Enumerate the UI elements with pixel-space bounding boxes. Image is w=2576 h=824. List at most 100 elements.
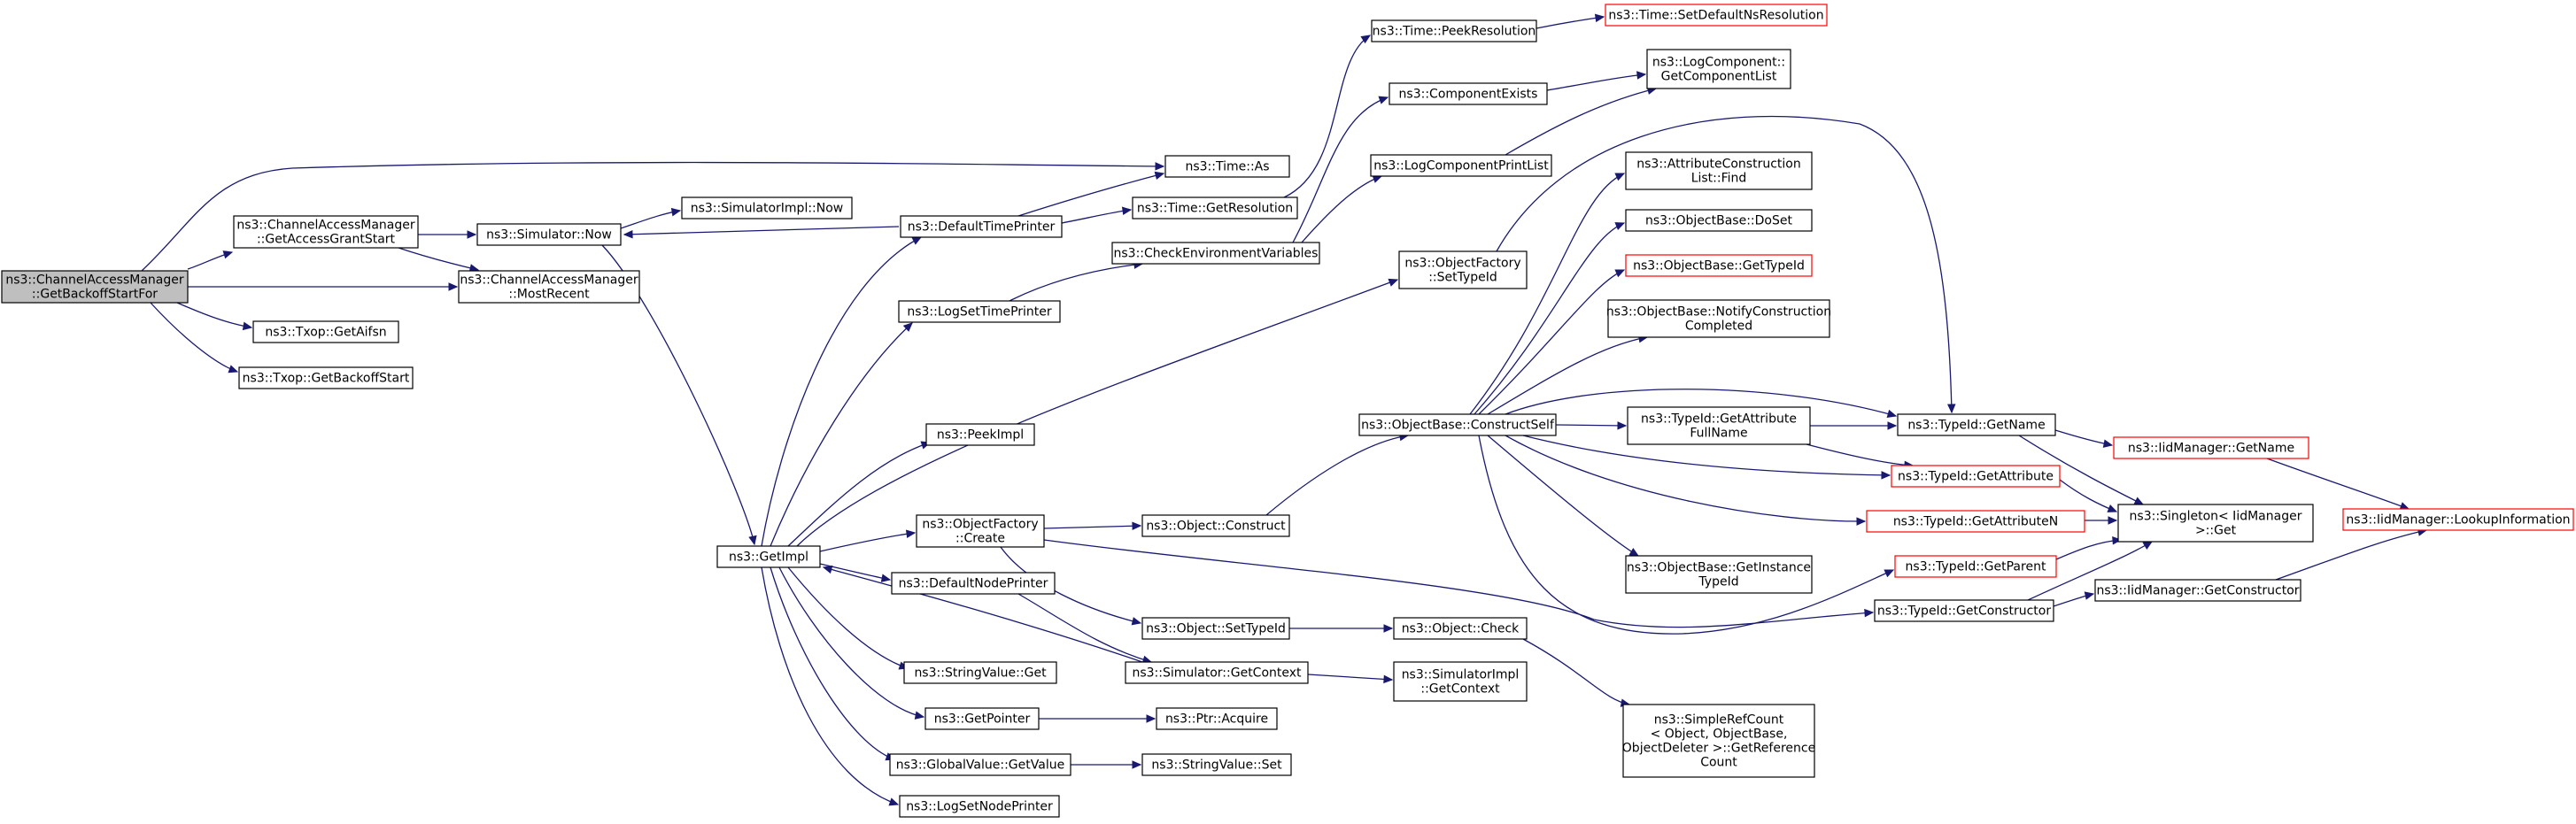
node-typeid-getname[interactable]: ns3::TypeId::GetName [1897, 413, 2056, 436]
edge-typeid-getparent-to-singleton-get [2055, 536, 2123, 560]
node-objectfactory-settypeid-label-0: ns3::ObjectFactory [1404, 257, 1520, 271]
node-singleton-get[interactable]: ns3::Singleton< IidManager>::Get [2117, 504, 2314, 543]
node-typeid-getattribute[interactable]: ns3::TypeId::GetAttribute [1891, 465, 2061, 488]
node-defaulttimeprinter[interactable]: ns3::DefaultTimePrinter [900, 215, 1063, 238]
node-getaifsn[interactable]: ns3::Txop::GetAifsn [252, 320, 399, 343]
node-objectfactory-settypeid[interactable]: ns3::ObjectFactory::SetTypeId [1398, 250, 1528, 289]
node-typeid-getparent[interactable]: ns3::TypeId::GetParent [1894, 555, 2057, 578]
node-iidmanager-lookupinformation-label-0: ns3::IidManager::LookupInformation [2346, 513, 2570, 528]
node-defaultnodeprinter[interactable]: ns3::DefaultNodePrinter [891, 572, 1056, 595]
edge-iidmanager-getname-to-iidmanager-lookupinformation [2266, 458, 2410, 511]
node-time-peekresolution[interactable]: ns3::Time::PeekResolution [1371, 19, 1537, 42]
node-simplerefcount-getreferencecount-label-3: Count [1700, 756, 1737, 770]
node-iidmanager-getname-label-0: ns3::IidManager::GetName [2128, 442, 2294, 456]
node-simulatorimpl-now[interactable]: ns3::SimulatorImpl::Now [681, 196, 853, 219]
node-objectfactory-settypeid-label-1: ::SetTypeId [1428, 271, 1497, 285]
edge-objectbase-constructself-to-typeid-getattributen [1505, 435, 1867, 526]
node-simplerefcount-getreferencecount-label-2: ObjectDeleter >::GetReference [1622, 742, 1815, 756]
edge-getimpl-to-getpointer [778, 566, 925, 720]
node-simulator-now[interactable]: ns3::Simulator::Now [476, 223, 622, 246]
node-simulator-getcontext-label-0: ns3::Simulator::GetContext [1132, 666, 1302, 681]
node-object-construct[interactable]: ns3::Object::Construct [1141, 514, 1290, 537]
node-stringvalue-get[interactable]: ns3::StringValue::Get [903, 661, 1057, 684]
node-logsetnodeprinter[interactable]: ns3::LogSetNodePrinter [899, 795, 1060, 818]
node-typeid-getattributen[interactable]: ns3::TypeId::GetAttributeN [1866, 510, 2085, 533]
edge-objectfactory-create-to-object-construct [1043, 521, 1142, 531]
node-objectbase-constructself[interactable]: ns3::ObjectBase::ConstructSelf [1358, 413, 1557, 436]
node-iidmanager-getname[interactable]: ns3::IidManager::GetName [2113, 436, 2309, 459]
node-logsettimeprinter[interactable]: ns3::LogSetTimePrinter [898, 300, 1061, 323]
node-objectbase-notifyconstructioncompleted-label-1: Completed [1685, 320, 1752, 334]
node-objectbase-doset[interactable]: ns3::ObjectBase::DoSet [1625, 209, 1813, 232]
node-componentexists[interactable]: ns3::ComponentExists [1389, 82, 1548, 105]
node-time-as[interactable]: ns3::Time::As [1164, 155, 1290, 178]
node-object-check[interactable]: ns3::Object::Check [1393, 617, 1528, 640]
edge-getaccessgrantstart-to-mostrecent [398, 247, 480, 273]
node-singleton-get-label-0: ns3::Singleton< IidManager [2130, 510, 2302, 524]
node-objectbase-getinstancetypeid-label-0: ns3::ObjectBase::GetInstance [1627, 561, 1811, 575]
node-stringvalue-set[interactable]: ns3::StringValue::Set [1141, 753, 1292, 776]
edge-objectbase-constructself-to-attributeconstructionlist-find [1469, 173, 1626, 415]
node-getpointer[interactable]: ns3::GetPointer [924, 707, 1040, 730]
node-stringvalue-get-label-0: ns3::StringValue::Get [914, 666, 1047, 681]
node-getimpl[interactable]: ns3::GetImpl [716, 545, 821, 568]
edge-checkenvironmentvariables-to-componentexists [1292, 96, 1389, 243]
node-getbackoffstartfor-label-0: ns3::ChannelAccessManager [5, 273, 184, 288]
node-simulatorimpl-getcontext-label-1: ::GetContext [1420, 682, 1500, 697]
node-ptr-acquire[interactable]: ns3::Ptr::Acquire [1156, 707, 1278, 730]
node-logcomponent-getcomponentlist[interactable]: ns3::LogComponent::GetComponentList [1646, 49, 1791, 89]
node-objectfactory-create-label-1: ::Create [955, 532, 1005, 546]
edge-defaulttimeprinter-to-simulator-now [623, 226, 900, 239]
node-logcomponent-getcomponentlist-label-0: ns3::LogComponent:: [1652, 56, 1785, 70]
node-typeid-getparent-label-0: ns3::TypeId::GetParent [1906, 560, 2046, 574]
edge-getimpl-to-objectfactory-settypeid [796, 278, 1399, 547]
node-objectbase-gettypeid[interactable]: ns3::ObjectBase::GetTypeId [1625, 254, 1813, 277]
node-simulatorimpl-getcontext[interactable]: ns3::SimulatorImpl::GetContext [1393, 661, 1528, 702]
edge-getimpl-to-objectfactory-create [819, 529, 917, 552]
node-ptr-acquire-label-0: ns3::Ptr::Acquire [1165, 712, 1268, 727]
node-time-setdefaultnsresolution-label-0: ns3::Time::SetDefaultNsResolution [1608, 9, 1823, 23]
edge-getbackoffstartfor-to-getaccessgrantstart [187, 250, 234, 270]
node-simulatorimpl-getcontext-label-0: ns3::SimulatorImpl [1402, 668, 1520, 682]
node-objectfactory-create[interactable]: ns3::ObjectFactory::Create [916, 514, 1045, 548]
node-getaccessgrantstart[interactable]: ns3::ChannelAccessManager::GetAccessGran… [233, 215, 419, 249]
node-object-construct-label-0: ns3::Object::Construct [1146, 520, 1286, 534]
edge-objectbase-constructself-to-objectbase-gettypeid [1478, 269, 1626, 415]
node-objectbase-notifyconstructioncompleted[interactable]: ns3::ObjectBase::NotifyConstructionCompl… [1606, 299, 1831, 338]
edge-getimpl-to-defaultnodeprinter [819, 563, 892, 582]
edge-simulator-getcontext-to-simulatorimpl-getcontext [1307, 674, 1394, 684]
node-object-check-label-0: ns3::Object::Check [1402, 622, 1520, 636]
node-iidmanager-getconstructor[interactable]: ns3::IidManager::GetConstructor [2094, 579, 2301, 602]
node-simulatorimpl-now-label-0: ns3::SimulatorImpl::Now [691, 202, 844, 216]
node-objectbase-doset-label-0: ns3::ObjectBase::DoSet [1645, 214, 1792, 228]
edge-object-construct-to-objectbase-constructself [1265, 432, 1410, 516]
node-simplerefcount-getreferencecount-label-1: < Object, ObjectBase, [1651, 728, 1788, 742]
node-mostrecent-label-1: ::MostRecent [508, 288, 590, 302]
node-time-setdefaultnsresolution[interactable]: ns3::Time::SetDefaultNsResolution [1605, 4, 1828, 27]
node-mostrecent[interactable]: ns3::ChannelAccessManager::MostRecent [458, 270, 640, 304]
node-simplerefcount-getreferencecount[interactable]: ns3::SimpleRefCount< Object, ObjectBase,… [1622, 704, 1815, 778]
node-logcomponent-getcomponentlist-label-1: GetComponentList [1661, 70, 1777, 84]
node-simulator-now-label-0: ns3::Simulator::Now [486, 228, 612, 243]
node-getbackoffstartfor[interactable]: ns3::ChannelAccessManager::GetBackoffSta… [1, 270, 189, 304]
node-time-getresolution[interactable]: ns3::Time::GetResolution [1132, 196, 1298, 219]
edge-time-getresolution-to-time-peekresolution [1283, 35, 1372, 198]
edge-getbackoffstartfor-to-mostrecent [188, 282, 459, 291]
node-globalvalue-getvalue[interactable]: ns3::GlobalValue::GetValue [889, 753, 1071, 776]
node-simulator-getcontext[interactable]: ns3::Simulator::GetContext [1125, 661, 1309, 684]
node-time-as-label-0: ns3::Time::As [1185, 160, 1269, 174]
node-peekimpl[interactable]: ns3::PeekImpl [925, 423, 1035, 446]
node-typeid-getconstructor[interactable]: ns3::TypeId::GetConstructor [1874, 599, 2054, 622]
node-iidmanager-lookupinformation[interactable]: ns3::IidManager::LookupInformation [2342, 508, 2574, 531]
node-simplerefcount-getreferencecount-label-0: ns3::SimpleRefCount [1654, 713, 1784, 728]
node-object-settypeid[interactable]: ns3::Object::SetTypeId [1141, 617, 1290, 640]
node-logcomponentprintlist[interactable]: ns3::LogComponentPrintList [1370, 154, 1552, 177]
node-typeid-getconstructor-label-0: ns3::TypeId::GetConstructor [1877, 605, 2051, 619]
node-checkenvironmentvariables[interactable]: ns3::CheckEnvironmentVariables [1111, 242, 1320, 265]
node-getbackoffstart[interactable]: ns3::Txop::GetBackoffStart [238, 366, 414, 389]
edge-objectfactory-create-to-object-settypeid [1000, 546, 1142, 626]
edge-objectbase-constructself-to-objectbase-doset [1474, 222, 1626, 415]
